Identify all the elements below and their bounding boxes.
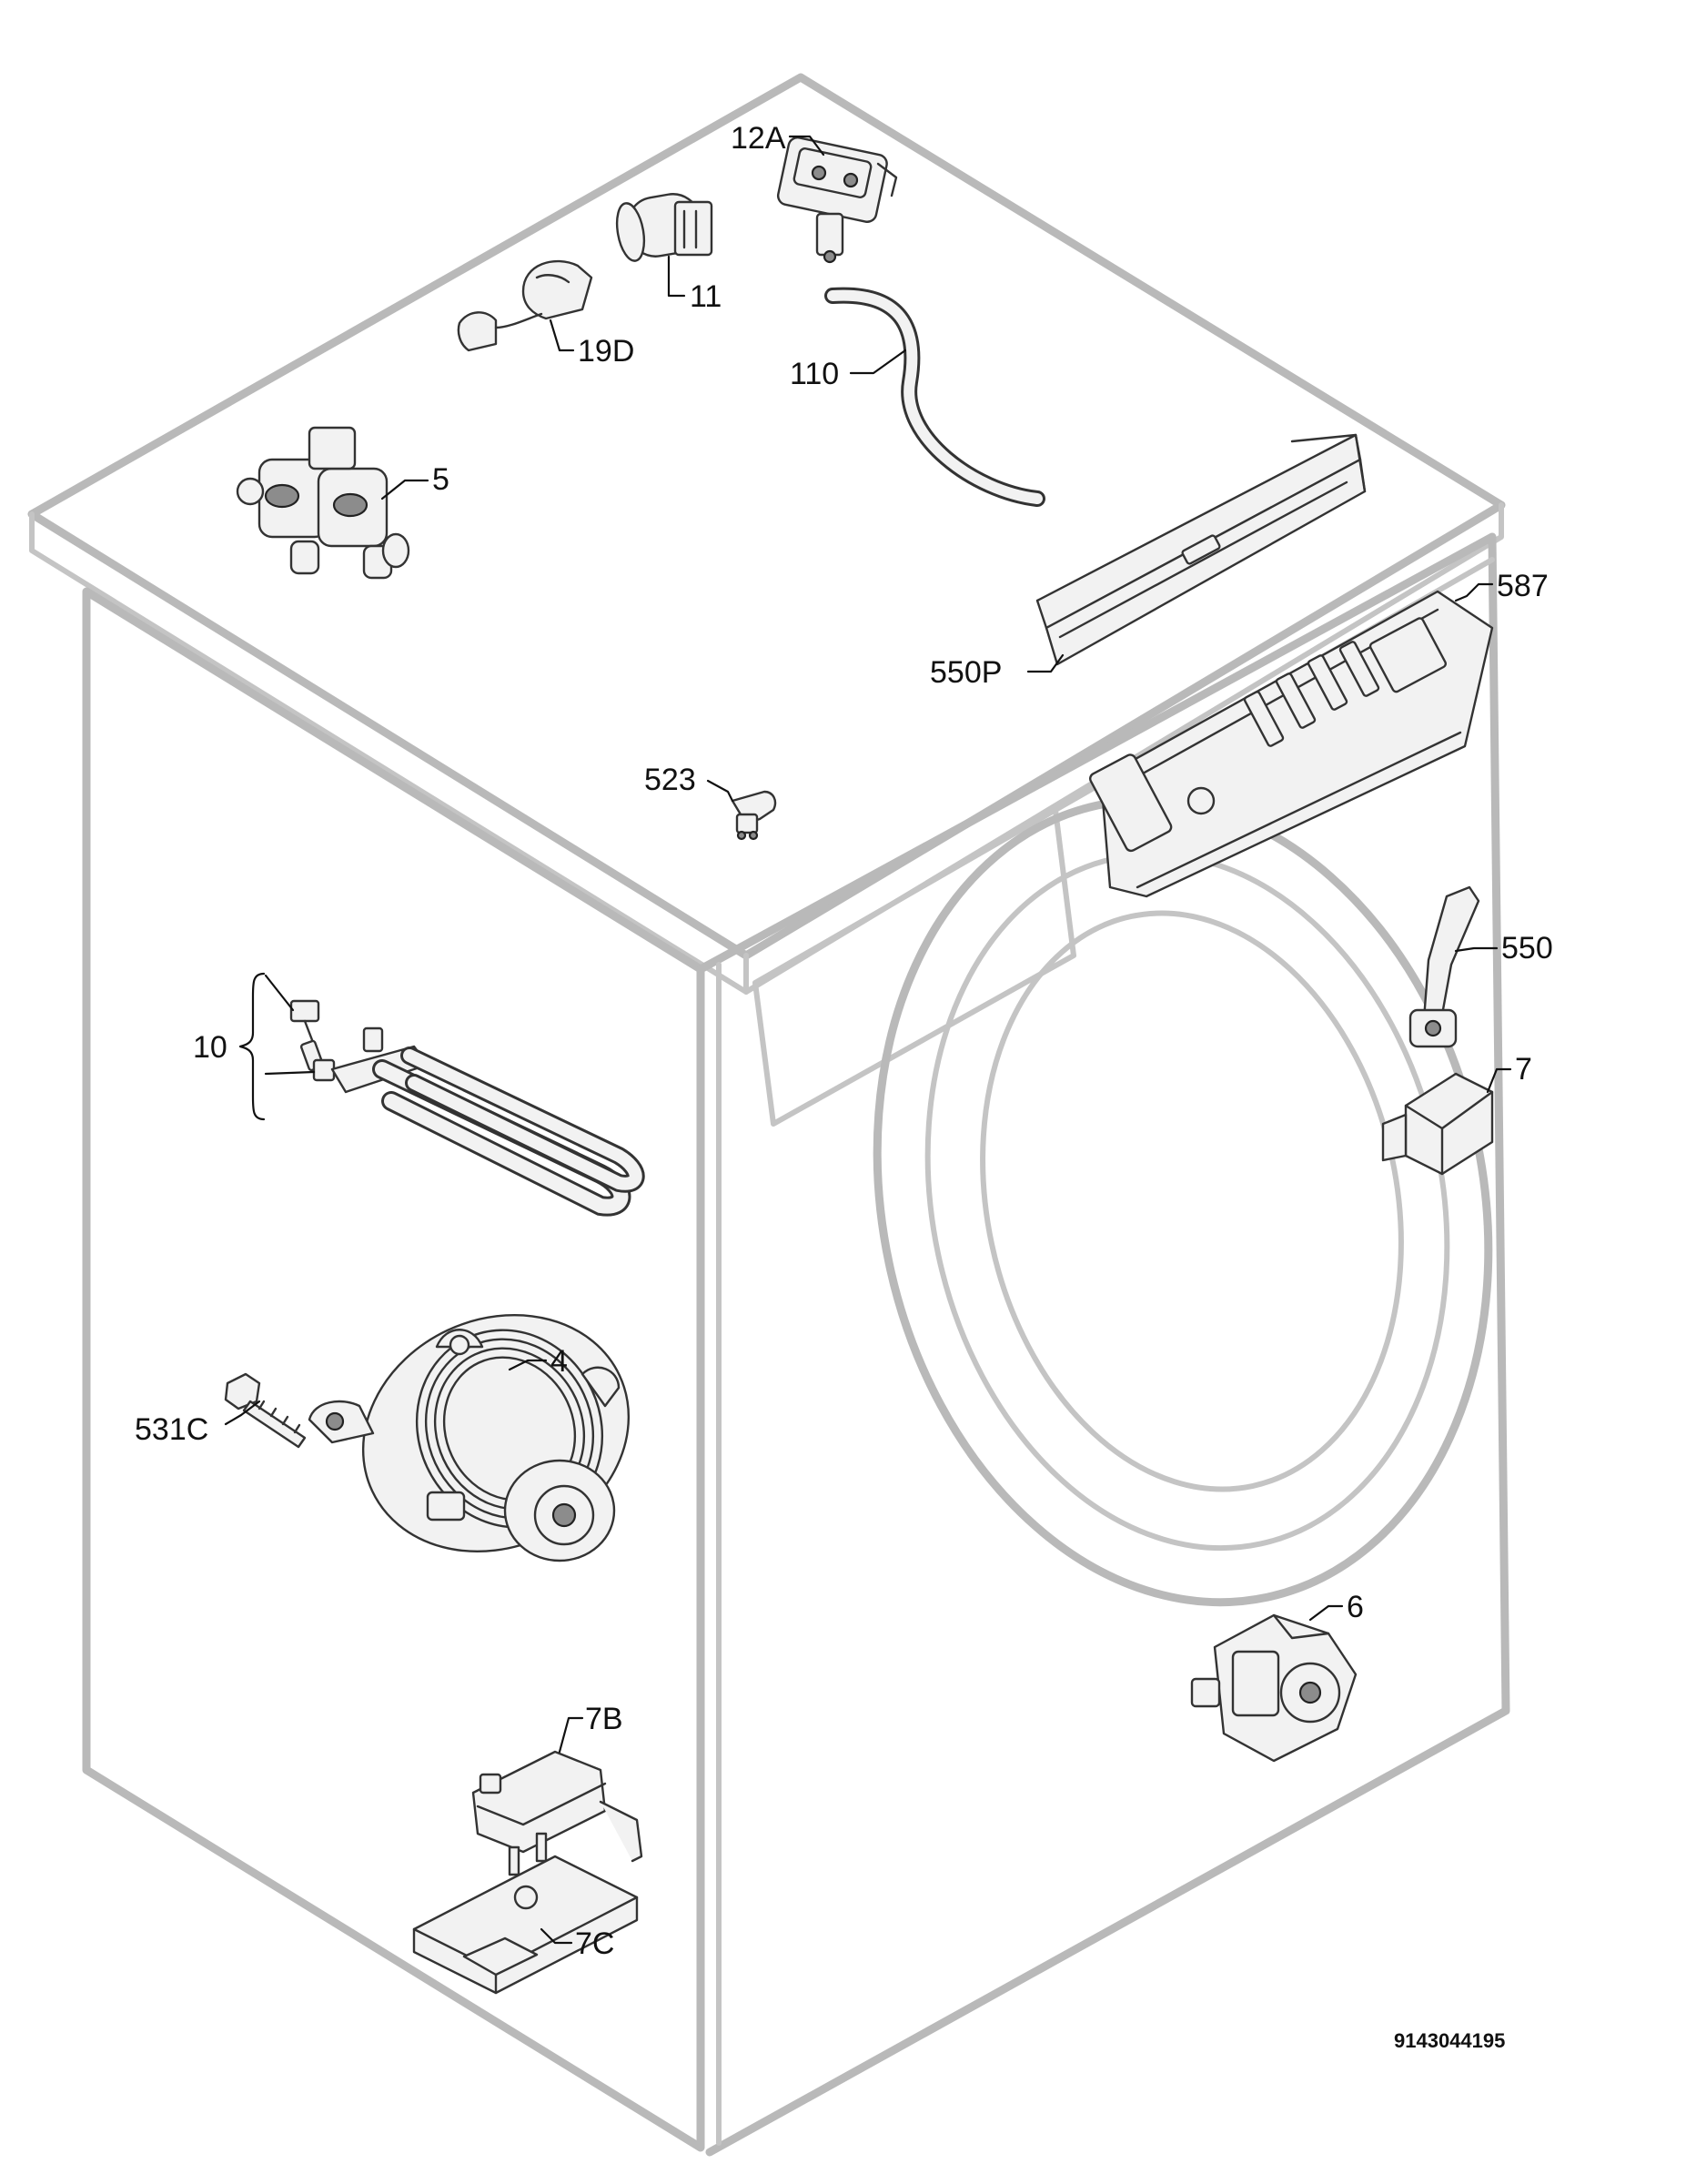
- callout-label-4: 4: [550, 1344, 568, 1379]
- callout-label-550: 550: [1501, 931, 1553, 966]
- part-523-clip: [731, 790, 777, 841]
- board-relays: [1243, 641, 1380, 747]
- part-10-heating-element: [289, 999, 645, 1217]
- callout-label-7: 7: [1515, 1052, 1532, 1087]
- part-7-door-lock: [1381, 1072, 1494, 1176]
- callout-label-531c: 531C: [135, 1412, 208, 1447]
- callout-label-550p: 550P: [930, 655, 1002, 690]
- part-11-capacitor: [615, 193, 713, 262]
- callout-label-110: 110: [790, 357, 839, 391]
- callout-10-brace: [238, 972, 316, 1121]
- part-587-electronic-board: [1089, 590, 1494, 898]
- part-7c-bracket: [412, 1855, 639, 1995]
- part-6-drain-pump: [1190, 1613, 1358, 1763]
- part-7b-sensor: [471, 1750, 643, 1876]
- callout-label-11: 11: [690, 279, 722, 314]
- part-110-hose: [824, 287, 1045, 507]
- part-5-inlet-valve: [236, 426, 410, 580]
- callout-label-7b: 7B: [585, 1702, 623, 1736]
- callout-label-12a: 12A: [731, 121, 786, 156]
- part-12a-pressure-switch: [776, 136, 898, 264]
- part-550p-control-frame: [1035, 433, 1367, 666]
- callout-label-6: 6: [1347, 1590, 1364, 1624]
- callout-label-7c: 7C: [575, 1926, 614, 1961]
- callout-label-5: 5: [432, 462, 449, 497]
- part-4-motor: [308, 1313, 631, 1562]
- part-531c-screw: [224, 1372, 307, 1449]
- callout-label-523: 523: [644, 763, 696, 797]
- callout-label-10: 10: [193, 1030, 227, 1065]
- callout-label-19d: 19D: [578, 334, 634, 369]
- part-19d-clip: [457, 259, 593, 352]
- callout-leaders: [224, 135, 1512, 1945]
- diagram-reference-number: 9143044195: [1394, 2029, 1505, 2052]
- callout-label-587: 587: [1497, 569, 1549, 603]
- part-550-door-handle: [1408, 885, 1480, 1048]
